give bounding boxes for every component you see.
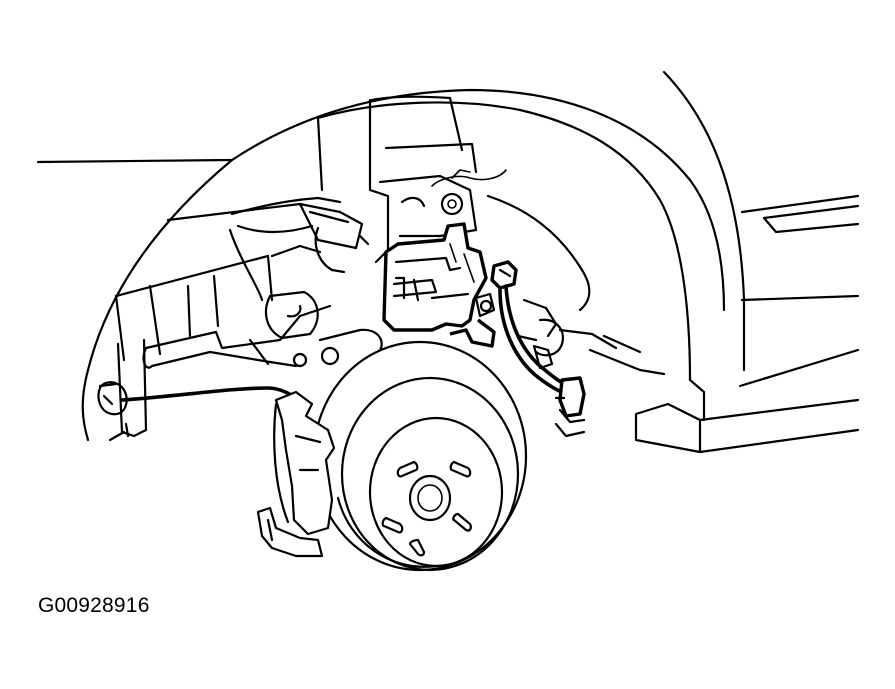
- fender-body: [36, 70, 860, 454]
- suspension-arms: [97, 196, 383, 442]
- strut-tower: [368, 95, 591, 312]
- dust-shield-bracket: [256, 390, 336, 558]
- brake-caliper: [382, 222, 518, 348]
- figure-id-label: G00928916: [38, 594, 150, 617]
- lug-studs: [381, 460, 472, 557]
- abs-sensor-connector: [516, 298, 618, 370]
- underbody-lines: [228, 228, 666, 376]
- brake-rotor: [312, 340, 528, 572]
